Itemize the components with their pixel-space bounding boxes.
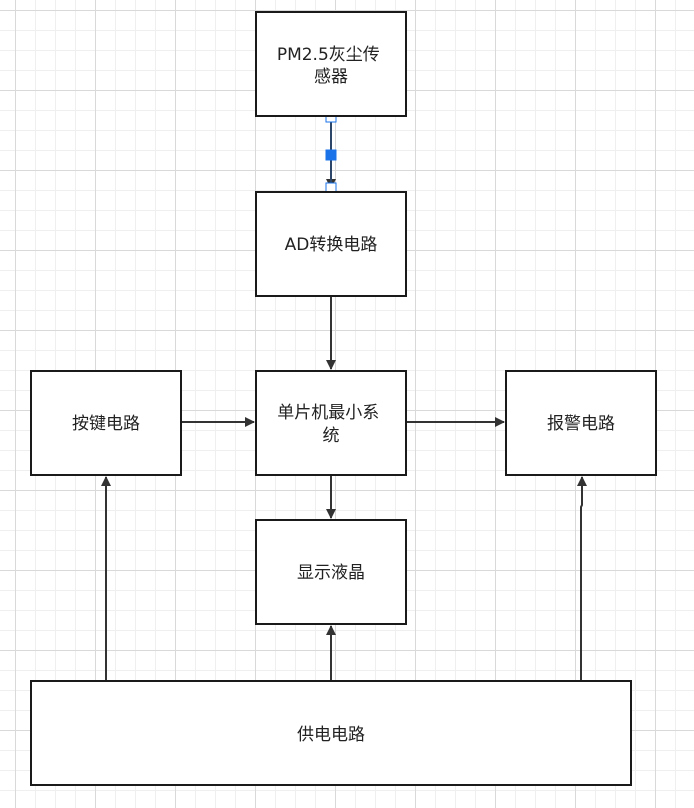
node-keys-box[interactable] [30, 370, 182, 476]
node-power-label-line-1: 供电电路 [297, 725, 365, 745]
node-ad[interactable]: AD转换电路 [255, 191, 407, 297]
node-alarm-box[interactable] [505, 370, 657, 476]
edge-selection-handles [325, 111, 337, 194]
node-mcu-label-line-2: 统 [323, 426, 340, 446]
node-power-label: 供电电路 [297, 725, 365, 745]
edges-layer [101, 117, 587, 680]
node-ad-box[interactable] [255, 191, 407, 297]
node-lcd[interactable]: 显示液晶 [255, 519, 407, 625]
node-ad-label-line-1: AD转换电路 [285, 235, 378, 255]
node-keys[interactable]: 按键电路 [30, 370, 182, 476]
node-mcu-label-line-1: 单片机最小系 [277, 403, 379, 423]
nodes-layer: PM2.5灰尘传 感器 AD转换电路 单片机最小系 统 按键电路 [30, 11, 657, 786]
node-ad-label: AD转换电路 [285, 235, 378, 255]
node-sensor-box[interactable] [255, 11, 407, 117]
node-alarm-label: 报警电路 [547, 414, 615, 434]
node-sensor-label-line-1: PM2.5灰尘传 [277, 45, 380, 65]
node-lcd-box[interactable] [255, 519, 407, 625]
node-mcu-label: 单片机最小系 统 [277, 403, 384, 446]
node-sensor[interactable]: PM2.5灰尘传 感器 [255, 11, 407, 117]
node-mcu-box[interactable] [255, 370, 407, 476]
node-power[interactable]: 供电电路 [30, 680, 632, 786]
edge-midpoint-handle[interactable] [325, 149, 337, 161]
node-sensor-label: PM2.5灰尘传 感器 [277, 45, 385, 87]
node-alarm-label-line-1: 报警电路 [547, 414, 615, 434]
node-power-box[interactable] [30, 680, 632, 786]
node-lcd-label: 显示液晶 [297, 563, 365, 583]
node-mcu[interactable]: 单片机最小系 统 [255, 370, 407, 476]
node-lcd-label-line-1: 显示液晶 [297, 563, 365, 583]
node-sensor-label-line-2: 感器 [314, 67, 348, 87]
node-keys-label: 按键电路 [72, 414, 140, 434]
edge-power-alarm[interactable] [577, 476, 587, 680]
node-keys-label-line-1: 按键电路 [72, 414, 140, 434]
node-alarm[interactable]: 报警电路 [505, 370, 657, 476]
